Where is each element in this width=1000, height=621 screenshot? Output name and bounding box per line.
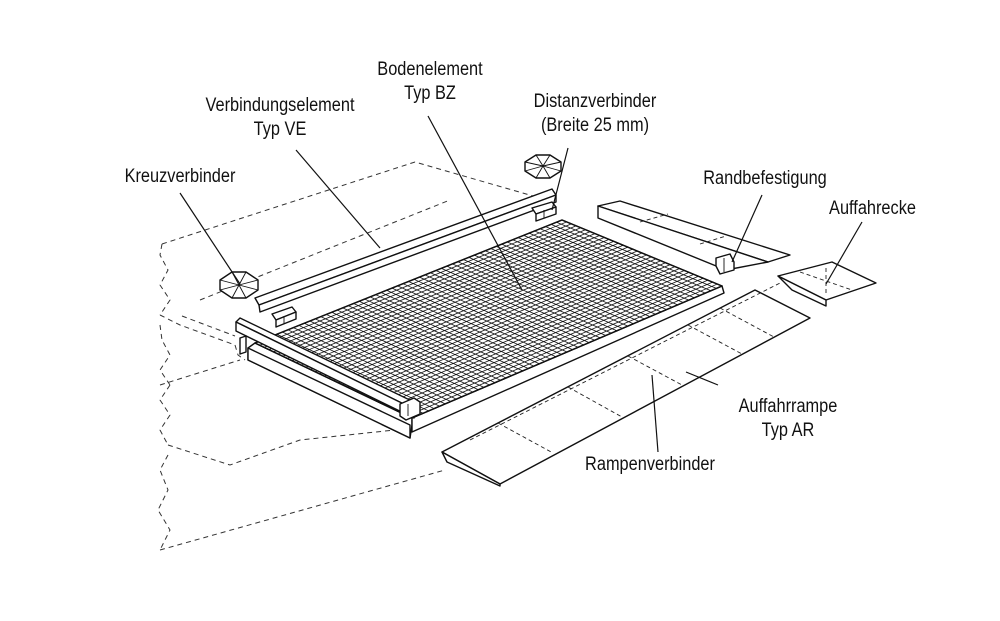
bodenelement-grid-panel [247,219,725,439]
grid-line [277,229,586,355]
grid-line [388,275,699,408]
grid-line [402,281,713,414]
label-distanzverbinder: Distanzverbinder (Breite 25 mm) [518,90,673,138]
grid-line [384,273,694,406]
grid-line [407,283,718,417]
grid-line [282,231,591,357]
grid-line [361,264,671,395]
label-verbindungselement: Verbindungselement Typ VE [185,94,374,142]
panel-edge-rail [235,317,421,421]
kreuzverbinder-octagon-left [219,271,259,299]
label-kreuzverbinder-text: Kreuzverbinder [124,166,236,187]
grid-line [337,254,647,384]
label-auffahrrampe-line1: Auffahrrampe [738,396,838,417]
grid-line [310,242,619,370]
label-bodenelement: Bodenelement Typ BZ [361,58,499,106]
grid-line [324,248,633,377]
grid-line [301,239,610,366]
grid-line [305,240,614,368]
label-auffahrecke-text: Auffahrecke [829,198,916,219]
grid-line [319,246,629,375]
distanzverbinder-clip-left [271,306,297,328]
label-auffahrrampe: Auffahrrampe Typ AR [728,395,848,443]
grid-line [351,260,661,390]
label-bodenelement-line1: Bodenelement [377,59,483,80]
grid-line [365,266,676,397]
adjacent-elements-dashed-outline [157,161,541,551]
grid-line [333,252,643,381]
label-bodenelement-line2: Typ BZ [404,83,456,104]
leader-lines [179,115,863,453]
grid-line [264,223,572,348]
grid-line [291,235,600,362]
label-auffahrecke: Auffahrecke [814,197,930,221]
label-randbefestigung-text: Randbefestigung [703,168,827,189]
grid-line [356,262,666,392]
grid-line [393,277,704,410]
label-rampenverbinder-text: Rampenverbinder [585,454,715,475]
label-verbindungselement-line2: Typ VE [253,119,307,140]
grid-line [259,221,567,346]
distanzverbinder-clip-right [531,201,557,222]
grid-line [374,270,685,401]
grid-line [379,272,690,403]
label-distanzverbinder-line2: (Breite 25 mm) [540,115,650,136]
grid-line [268,225,577,350]
grid-line [273,227,581,353]
grid-line [328,250,638,379]
grid-line [296,237,605,364]
auffahrecke-corner-piece [777,261,877,307]
label-auffahrrampe-line2: Typ AR [761,420,815,441]
kreuzverbinder-octagon-right [524,154,562,179]
grid-line [397,279,709,412]
grid-line [370,268,680,399]
label-rampenverbinder: Rampenverbinder [573,453,728,477]
grid-line [314,244,624,373]
auffahrrampe-ramp [441,281,811,487]
label-distanzverbinder-line1: Distanzverbinder [533,91,657,112]
grid-line [347,258,657,388]
randbefestigung-edge-strip [597,200,791,275]
label-randbefestigung: Randbefestigung [692,167,838,191]
grid-line [342,256,652,386]
grid-line [287,233,596,359]
label-kreuzverbinder: Kreuzverbinder [111,165,249,189]
label-verbindungselement-line1: Verbindungselement [205,95,355,116]
